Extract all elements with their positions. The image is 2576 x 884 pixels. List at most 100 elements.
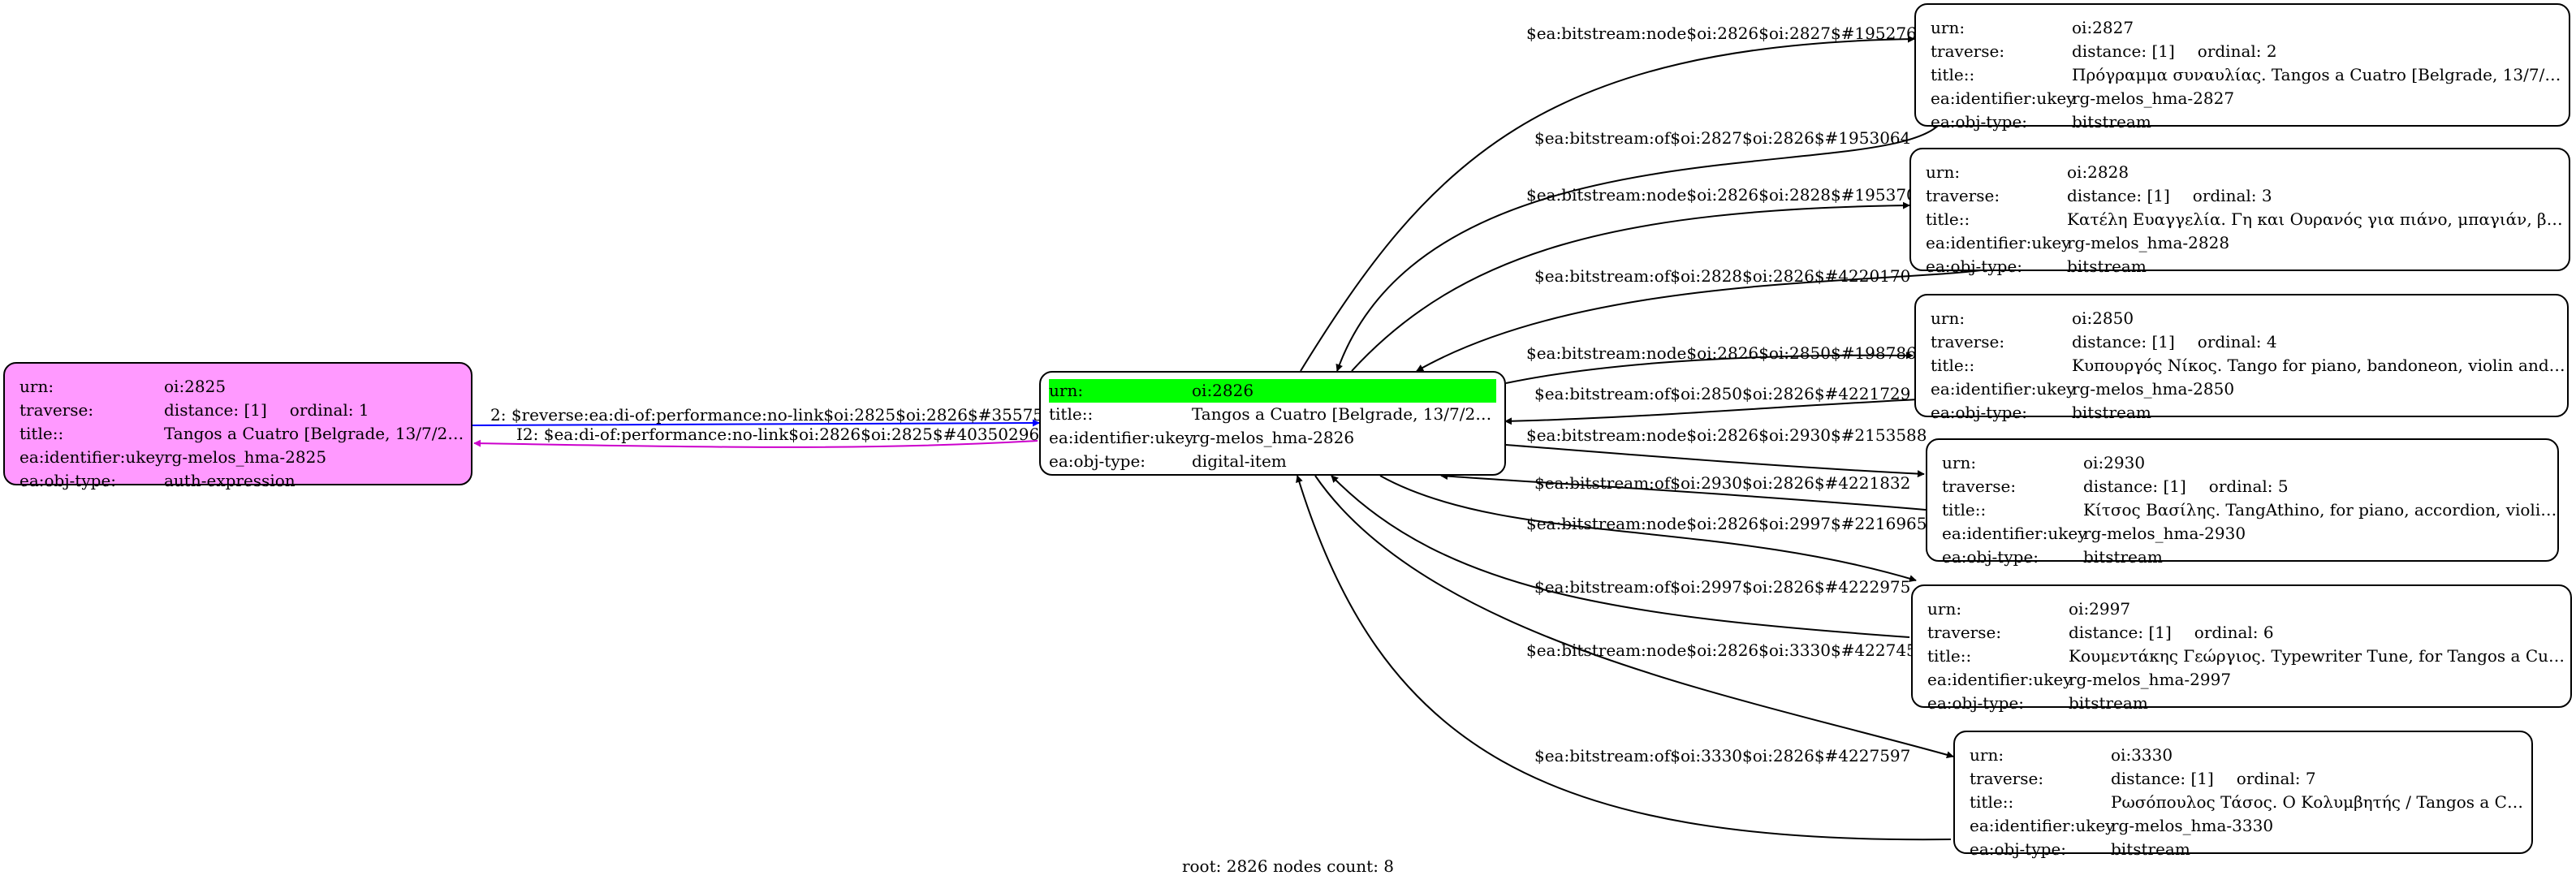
edge-label-of-2850: $ea:bitstream:of$oi:2850$oi:2826$#422172…	[1534, 384, 1911, 403]
node-row-type: ea:obj-type: bitstream	[1931, 401, 2567, 425]
node-row-traverse: traverse: distance: [1]ordinal: 4	[1931, 330, 2567, 354]
row-value: oi:2827	[2072, 18, 2134, 37]
node-row-urn: urn: oi:2997	[1927, 597, 2570, 621]
edge-label-node-2828: $ea:bitstream:node$oi:2826$oi:2828$#1953…	[1526, 185, 1927, 205]
traverse-distance: distance: [1]	[2069, 623, 2172, 642]
node-oi-2997[interactable]: urn:oi:2997 traverse:distance: [1]ordina…	[1911, 584, 2572, 713]
node-row-title: title::Κατέλη Ευαγγελία. Γη και Ουρανός …	[1926, 208, 2569, 231]
edge-label-i2-2826-2825: I2: $ea:di-of:performance:no-link$oi:282…	[516, 425, 1040, 444]
row-value: distance: [1]ordinal: 5	[2083, 475, 2557, 498]
row-value: rg-melos_hma-2826	[1192, 428, 1355, 447]
row-key: traverse:	[1931, 332, 2005, 351]
node-oi-2827[interactable]: urn:oi:2827 traverse:distance: [1]ordina…	[1914, 3, 2570, 132]
row-key: title::	[19, 424, 64, 443]
row-key: urn:	[1927, 599, 1962, 619]
row-key: ea:identifier:ukey	[19, 447, 165, 467]
node-row-urn: urn:oi:2825	[19, 375, 471, 399]
edge-rev-2825-2826	[472, 419, 1040, 427]
node-oi-2850[interactable]: urn:oi:2850 traverse: distance: [1]ordina…	[1914, 294, 2569, 422]
node-row-urn: urn:oi:2828	[1926, 161, 2569, 184]
row-value: distance: [1]ordinal: 4	[2072, 330, 2567, 354]
edge-label-of-2930: $ea:bitstream:of$oi:2930$oi:2826$#422183…	[1534, 473, 1911, 493]
row-key: urn:	[19, 377, 54, 396]
edge-of-3330	[1296, 475, 1952, 841]
row-value: distance: [1]ordinal: 1	[164, 399, 471, 422]
row-key: urn:	[1931, 308, 1965, 328]
traverse-ordinal: ordinal: 5	[2208, 476, 2289, 496]
row-value: rg-melos_hma-2997	[2069, 670, 2232, 689]
row-value: rg-melos_hma-2825	[164, 447, 327, 467]
edge-of-2828	[1416, 270, 1982, 372]
row-key: urn:	[1942, 453, 1977, 472]
node-row-type: ea:obj-type:bitstream	[1970, 838, 2531, 861]
edge-of-2850	[1504, 399, 1920, 425]
traverse-ordinal: ordinal: 6	[2194, 623, 2274, 642]
row-key: title::	[1049, 404, 1094, 424]
node-oi-2828[interactable]: urn:oi:2828 traverse:distance: [1]ordina…	[1909, 148, 2570, 276]
node-row-title: title::Ρωσόπουλος Τάσος. Ο Κολυμβητής / …	[1970, 791, 2531, 814]
node-oi-2825[interactable]: urn:oi:2825 traverse: distance: [1]ordina…	[3, 362, 472, 490]
row-key: ea:obj-type:	[1942, 547, 2039, 567]
node-oi-3330[interactable]: urn:oi:3330 traverse:distance: [1]ordina…	[1953, 731, 2533, 859]
row-key: ea:obj-type:	[1926, 257, 2023, 276]
traverse-ordinal: ordinal: 2	[2197, 41, 2277, 61]
edge-node-2850	[1505, 351, 1914, 384]
node-row-title: title::Tangos a Cuatro [Belgrade, 13/7/2…	[1049, 403, 1496, 426]
edge-label-node-3330: $ea:bitstream:node$oi:2826$oi:3330$#4227…	[1526, 640, 1927, 660]
node-row-urn: urn:oi:3330	[1970, 744, 2531, 767]
row-key: urn:	[1049, 381, 1084, 400]
row-value: oi:2826	[1192, 381, 1254, 400]
node-row-type: ea:obj-type:bitstream	[1942, 545, 2557, 569]
row-value: Κυπουργός Νίκος. Tango for piano, bandon…	[2072, 356, 2567, 375]
node-row-title: title::Κυπουργός Νίκος. Tango for piano,…	[1931, 354, 2567, 377]
edge-label-of-3330: $ea:bitstream:of$oi:3330$oi:2826$#422759…	[1534, 746, 1911, 765]
edge-label-node-2930: $ea:bitstream:node$oi:2826$oi:2930$#2153…	[1526, 425, 1927, 445]
row-value: Tangos a Cuatro [Belgrade, 13/7/2009]	[1192, 404, 1496, 424]
node-row-type: ea:obj-type:bitstream	[1926, 255, 2569, 278]
row-value: Κουμεντάκης Γεώργιος. Typewriter Tune, f…	[2069, 646, 2570, 666]
row-key: urn:	[1970, 745, 2004, 765]
row-key: traverse:	[19, 400, 94, 420]
row-key: traverse:	[1926, 186, 2000, 205]
row-value: oi:2930	[2083, 453, 2146, 472]
edge-label-of-2997: $ea:bitstream:of$oi:2997$oi:2826$#422297…	[1534, 577, 1911, 597]
node-oi-2826-root[interactable]: urn: oi:2826 title::Tangos a Cuatro [Belg…	[1039, 371, 1506, 476]
row-value: Tangos a Cuatro [Belgrade, 13/7/2009]	[164, 424, 471, 443]
row-value: Πρόγραμμα συναυλίας. Tangos a Cuatro [Be…	[2072, 65, 2569, 84]
row-value: rg-melos_hma-2827	[2072, 88, 2235, 108]
row-key: traverse:	[1942, 476, 2017, 496]
node-row-traverse: traverse: distance: [1]ordinal: 5	[1942, 475, 2557, 498]
row-key: ea:obj-type:	[1927, 693, 2025, 713]
edge-label-of-2828: $ea:bitstream:of$oi:2828$oi:2826$#422017…	[1534, 266, 1911, 286]
node-row-urn: urn:oi:2850	[1931, 307, 2567, 330]
edge-node-2827	[1300, 35, 1915, 372]
row-key: ea:identifier:ukey	[1931, 88, 2076, 108]
row-value: distance: [1]ordinal: 7	[2111, 767, 2531, 791]
row-value: distance: [1]ordinal: 2	[2072, 40, 2569, 63]
row-value: Κατέλη Ευαγγελία. Γη και Ουρανός για πιά…	[2067, 209, 2569, 229]
graph-footer-caption: root: 2826 nodes count: 8	[1181, 856, 1395, 876]
row-key: urn:	[1926, 162, 1961, 182]
row-key: title::	[1927, 646, 1972, 666]
row-key: ea:identifier:ukey	[1049, 428, 1194, 447]
row-value: oi:2997	[2069, 599, 2131, 619]
row-value: bitstream	[2072, 403, 2151, 422]
node-oi-2930[interactable]: urn: oi:2930 traverse: distance: [1]ordina…	[1926, 438, 2559, 567]
row-value: distance: [1] ordinal: 6	[2069, 621, 2570, 645]
edge-label-node-2850: $ea:bitstream:node$oi:2826$oi:2850$#1987…	[1526, 343, 1927, 363]
edge-label-node-2997: $ea:bitstream:node$oi:2826$oi:2997$#2216…	[1526, 514, 1927, 533]
node-row-urn: urn: oi:2930	[1942, 451, 2557, 475]
edge-i2-2826-2825	[473, 439, 1038, 448]
row-key: ea:identifier:ukey	[1931, 379, 2076, 399]
row-key: ea:obj-type:	[1931, 403, 2028, 422]
node-row-traverse: traverse:distance: [1]ordinal: 6	[1927, 621, 2570, 645]
node-row-type: ea:obj-type:bitstream	[1927, 692, 2570, 715]
node-row-title: title::Tangos a Cuatro [Belgrade, 13/7/2…	[19, 422, 471, 446]
edge-node-2930	[1505, 444, 1925, 478]
row-key: ea:obj-type:	[19, 471, 117, 490]
